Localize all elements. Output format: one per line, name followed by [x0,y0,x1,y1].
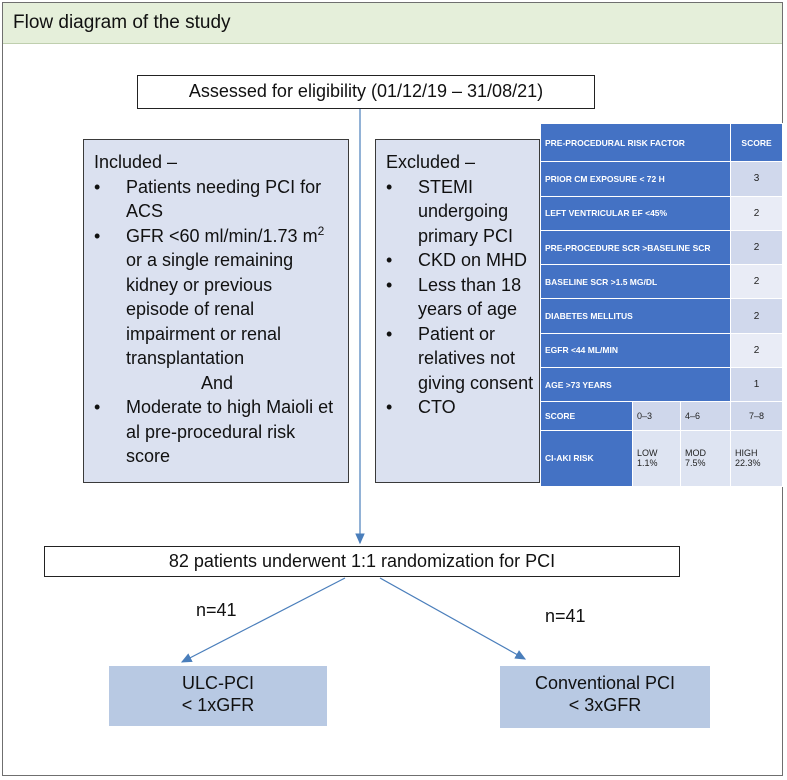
excluded-title: Excluded – [386,152,476,172]
score-range-cell: 4–6 [679,401,732,431]
randomization-box: 82 patients underwent 1:1 randomization … [44,546,680,577]
excluded-item: Patient or relatives not giving consent [386,322,535,396]
ulc-pci-arm-name: ULC-PCI [181,673,254,693]
table-header-score: SCORE [730,122,784,163]
score-label-cell: SCORE [540,401,633,431]
risk-score-cell: 1 [730,366,784,403]
risk-score-cell: 2 [730,195,784,231]
ulc-pci-arm-limit: < 1xGFR [181,695,255,715]
risk-factor-cell: PRIOR CM EXPOSURE < 72 H [539,161,732,197]
included-title: Included – [94,152,178,172]
excluded-item: Less than 18 years of age [386,273,535,322]
page-title: Flow diagram of the study [13,12,231,33]
right-arm-count: n=41 [545,606,586,626]
conventional-pci-arm-box: Conventional PCI < 3xGFR [500,666,710,728]
risk-score-cell: 2 [730,298,784,334]
risk-label-cell: CI-AKI RISK [540,429,633,487]
conventional-pci-arm-limit: < 3xGFR [568,695,642,715]
table-header-factor: PRE-PROCEDURAL RISK FACTOR [539,122,732,163]
risk-level-cell: LOW 1.1% [632,429,681,487]
included-item-2: GFR <60 ml/min/1.73 m2 or a single remai… [94,224,340,371]
title-bar: Flow diagram of the study [3,3,782,44]
included-connector: And [200,372,234,393]
risk-factor-cell: LEFT VENTRICULAR EF <45% [539,195,732,231]
risk-score-cell: 3 [730,161,784,197]
risk-score-cell: 2 [730,332,784,369]
risk-factor-cell: PRE-PROCEDURE SCR >BASELINE SCR [539,229,732,266]
excluded-item: STEMI undergoing primary PCI [386,175,535,249]
risk-level-cell: HIGH 22.3% [730,429,784,487]
risk-score-cell: 2 [730,264,784,300]
included-panel: Included – Patients needing PCI for ACS … [83,139,349,483]
score-range-cell: 7–8 [730,401,784,431]
arrow-to-conventional [379,577,527,660]
risk-factor-cell: DIABETES MELLITUS [539,298,732,334]
risk-factor-cell: BASELINE SCR >1.5 MG/DL [539,264,732,300]
risk-level-cell: MOD 7.5% [679,429,732,487]
ulc-pci-arm-box: ULC-PCI < 1xGFR [109,666,327,726]
risk-factor-cell: EGFR <44 ML/MIN [539,332,732,369]
score-range-cell: 0–3 [632,401,681,431]
left-arm-count: n=41 [196,600,237,620]
risk-score-cell: 2 [730,229,784,266]
risk-score-table: PRE-PROCEDURAL RISK FACTOR SCORE PRIOR C… [539,122,784,487]
risk-factor-cell: AGE >73 YEARS [539,366,732,403]
excluded-item: CKD on MHD [386,248,535,273]
eligibility-text: Assessed for eligibility (01/12/19 – 31/… [188,81,544,101]
excluded-panel: Excluded – STEMI undergoing primary PCI … [375,139,540,483]
randomization-text: 82 patients underwent 1:1 randomization … [168,551,556,571]
arrow-to-ulc [180,577,346,663]
excluded-item: CTO [386,395,535,420]
eligibility-box: Assessed for eligibility (01/12/19 – 31/… [137,75,595,109]
included-item-1: Patients needing PCI for ACS [94,175,340,224]
included-item-3: Moderate to high Maioli et al pre-proced… [94,395,340,469]
conventional-pci-arm-name: Conventional PCI [534,673,676,693]
